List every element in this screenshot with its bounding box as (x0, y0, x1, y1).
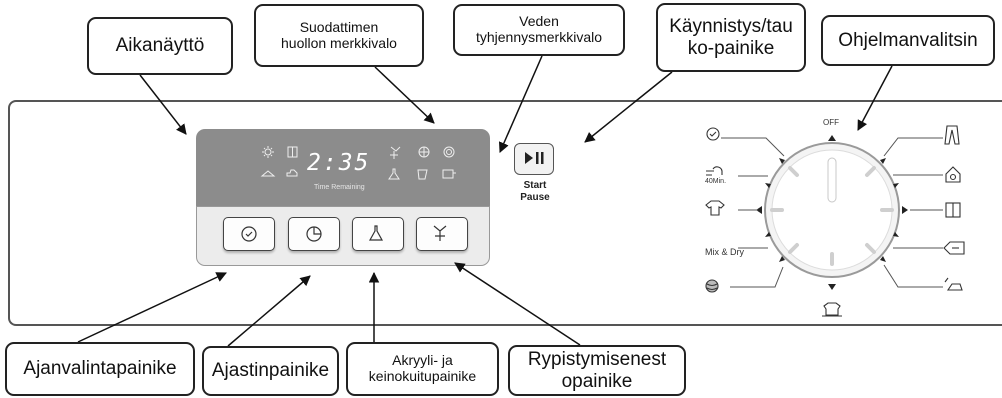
flask-button-icon (368, 225, 384, 241)
jug-icon (417, 169, 428, 180)
jeans-icon (944, 125, 960, 145)
wrinkle-icon (390, 146, 401, 159)
shoe-icon (286, 169, 298, 177)
time-display: 2:35 (307, 150, 371, 176)
callout-akryyli: Akryyli- ja keinokuitupainike (346, 342, 499, 396)
start-pause-label: Start Pause (520, 180, 550, 203)
timer-icon (306, 226, 322, 242)
quick-dry-icon (706, 166, 723, 176)
dial-markers (756, 135, 908, 290)
drain-icon (442, 169, 456, 179)
wool-icon (443, 146, 455, 158)
callout-ajastin: Ajastinpainike (202, 346, 339, 396)
callout-ohjelmanvalitsin: Ohjelmanvalitsin (821, 15, 995, 66)
time-remaining-label: Time Remaining (314, 184, 365, 191)
flask-icon (388, 168, 400, 180)
wool-ball-icon (705, 279, 719, 293)
callout-veden: Veden tyhjennysmerkkivalo (453, 4, 625, 56)
delay-start-button[interactable] (223, 217, 275, 251)
hanger-icon (260, 170, 276, 177)
clock-icon (706, 127, 720, 141)
anti-crease-button[interactable] (416, 217, 468, 251)
delay-clock-icon (241, 226, 257, 242)
callout-kaynnistys: Käynnistys/tau ko-painike (656, 3, 806, 72)
shirt-stack-icon (822, 302, 842, 317)
start-pause-button[interactable] (514, 143, 554, 175)
sun-icon (262, 146, 274, 158)
callout-ajanvalinta: Ajanvalintapainike (5, 342, 195, 396)
iron-tag-icon (943, 241, 965, 255)
house-gear-icon (945, 166, 961, 183)
cabinet-icon (945, 202, 961, 218)
callout-rypistymisenesto: Rypistymisenest opainike (508, 345, 686, 396)
wrinkle-button-icon (433, 225, 447, 241)
shirt-icon (705, 200, 725, 216)
play-pause-icon (525, 152, 544, 164)
fan-icon (418, 146, 430, 158)
mix-dry-label: Mix & Dry (705, 247, 744, 257)
dial-leader-lines (721, 137, 943, 288)
program-dial[interactable] (764, 142, 900, 278)
forty-min-label: 40Min. (705, 178, 727, 185)
callout-suodattimen: Suodattimen huollon merkkivalo (254, 4, 424, 67)
box-icon (287, 146, 298, 158)
display-panel (196, 129, 490, 206)
off-label: OFF (823, 118, 839, 127)
callout-arrows (77, 55, 893, 347)
callout-aikanaytto: Aikanäyttö (87, 17, 233, 75)
iron-icon (944, 277, 963, 291)
